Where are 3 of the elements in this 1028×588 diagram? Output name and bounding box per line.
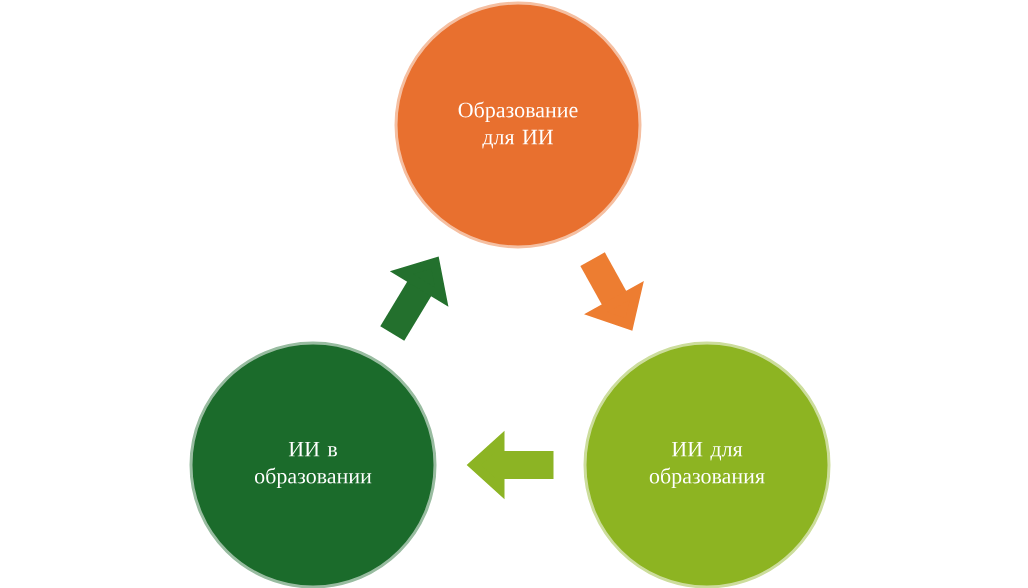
circle-node: ИИ в образовании bbox=[189, 341, 437, 588]
circle-node: Образование для ИИ bbox=[394, 1, 642, 249]
circle-node: ИИ для образования bbox=[583, 341, 831, 588]
